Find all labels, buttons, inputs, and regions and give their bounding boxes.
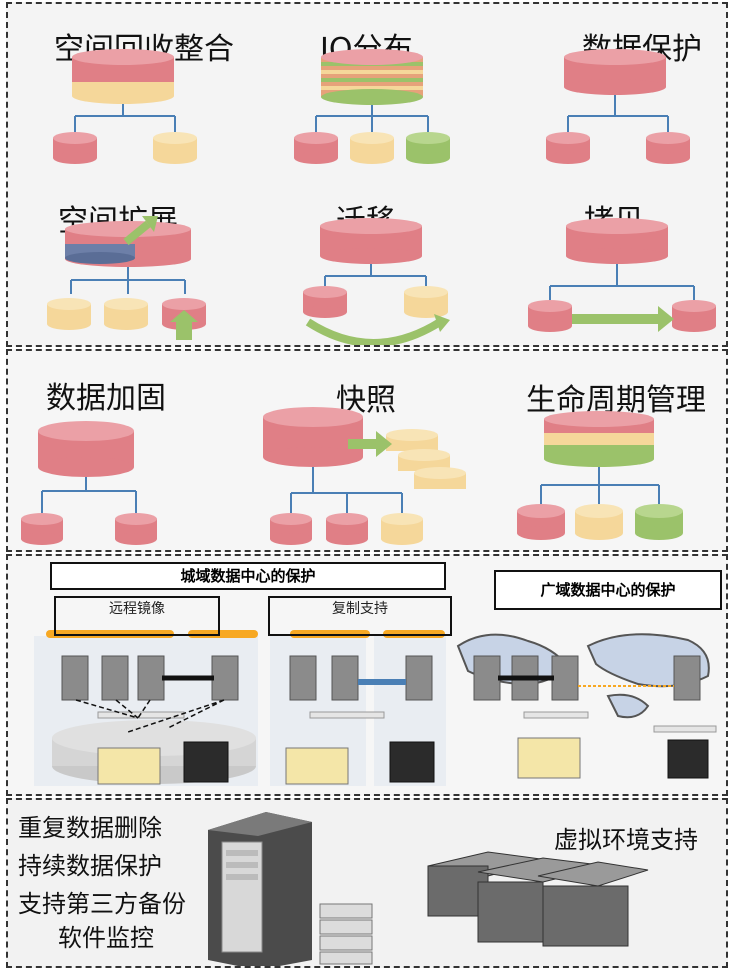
panel2-diagram bbox=[21, 407, 683, 545]
io-distribution-diagram bbox=[294, 49, 450, 164]
snapshot-diagram bbox=[263, 407, 466, 545]
feature-cdp: 持续数据保护 bbox=[18, 852, 162, 880]
feature-software-monitoring: 软件监控 bbox=[58, 924, 154, 952]
replication-support-label: 复制支持 bbox=[268, 596, 452, 636]
wan-protection-label: 广域数据中心的保护 bbox=[494, 570, 722, 610]
lifecycle-diagram bbox=[517, 411, 683, 540]
data-management-panel: 数据加固 快照 生命周期管理 bbox=[6, 349, 728, 552]
storage-arrays bbox=[97, 737, 709, 785]
panel3-diagram bbox=[34, 630, 717, 786]
data-protection-diagram bbox=[546, 49, 690, 164]
panel4-diagram bbox=[208, 812, 649, 966]
virtual-env-support: 虚拟环境支持 bbox=[554, 826, 698, 854]
panel1-diagram bbox=[47, 49, 716, 345]
backup-features-panel: 重复数据删除 持续数据保护 支持第三方备份 软件监控 虚拟环境支持 bbox=[6, 798, 728, 968]
feature-third-party-backup: 支持第三方备份 bbox=[18, 890, 186, 918]
copy-diagram bbox=[528, 218, 716, 332]
blade-servers-icon bbox=[427, 851, 649, 947]
space-reclaim-diagram bbox=[53, 49, 197, 164]
migration-diagram bbox=[303, 218, 450, 345]
rack-server-stack-icon bbox=[319, 903, 373, 965]
title-data-hardening: 数据加固 bbox=[46, 381, 166, 416]
remote-mirror-label: 远程镜像 bbox=[54, 596, 220, 636]
data-hardening-diagram bbox=[21, 421, 157, 545]
tower-server-icon bbox=[208, 812, 312, 966]
space-expansion-diagram bbox=[47, 216, 206, 340]
storage-features-panel: 空间回收整合 IO分布 数据保护 空间扩展 迁移 拷贝 bbox=[6, 2, 728, 347]
metro-protection-label: 城域数据中心的保护 bbox=[50, 562, 446, 590]
feature-dedup: 重复数据删除 bbox=[18, 814, 162, 842]
datacenter-protection-panel: 城域数据中心的保护 广域数据中心的保护 远程镜像 复制支持 bbox=[6, 554, 728, 796]
